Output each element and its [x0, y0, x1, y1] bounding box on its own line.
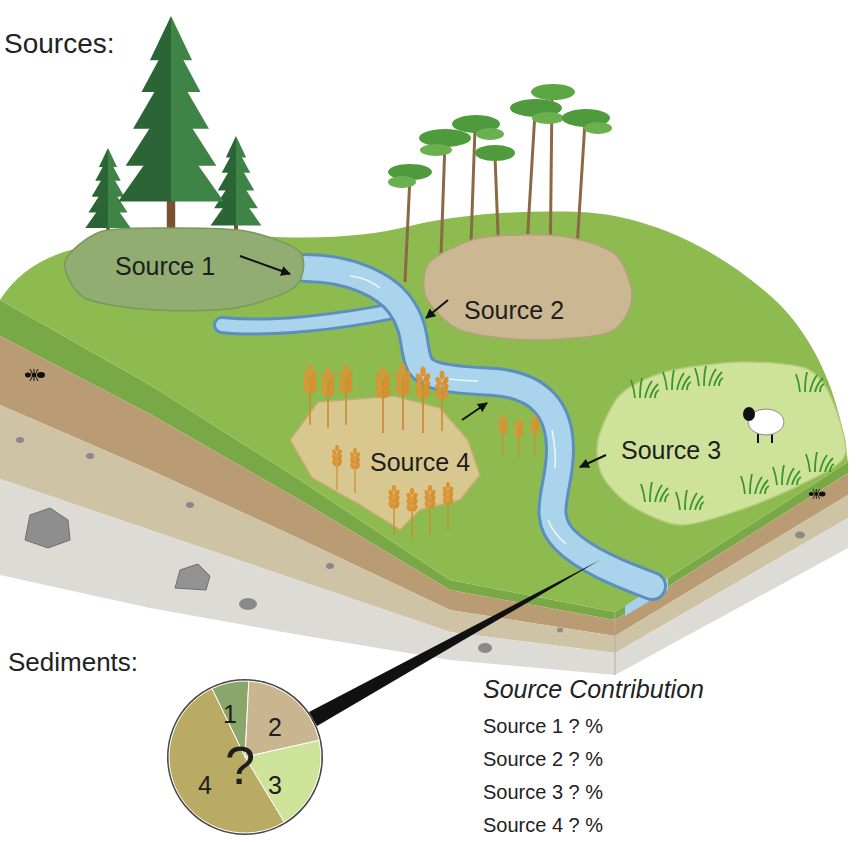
pie-outline	[168, 680, 322, 834]
flow-arrow	[580, 455, 606, 467]
section-heading: Sediments:	[8, 648, 138, 678]
tree-crown	[584, 122, 612, 134]
tree-crown	[388, 176, 416, 188]
tree-crown	[476, 128, 504, 140]
pebble	[86, 453, 94, 459]
area-outline	[424, 235, 632, 340]
area-outline	[65, 228, 304, 311]
wheat	[374, 366, 391, 433]
label-slot: Source 2 ? %	[483, 748, 603, 771]
block-edge	[615, 612, 616, 675]
label-slot: Source 4 ? %	[483, 814, 603, 837]
source-area: Source 2	[420, 232, 635, 342]
source-area: Source 3	[590, 358, 848, 528]
slice-number: 1	[223, 700, 237, 729]
rock	[239, 598, 257, 610]
flow-arrow	[240, 256, 290, 274]
area-label: Source 4	[370, 448, 470, 477]
area-label: Source 2	[464, 296, 564, 325]
sample-leader	[309, 560, 600, 726]
wheat	[424, 485, 437, 535]
area-label: Source 1	[115, 252, 215, 281]
wheat	[530, 415, 540, 455]
pie-wedge	[169, 689, 284, 833]
rock	[175, 564, 210, 590]
wheat	[388, 485, 401, 535]
flow-arrow	[462, 403, 487, 420]
source-area: Source 1	[45, 222, 310, 314]
contribution-row: Source 3 ? %	[483, 781, 603, 804]
source-area: Source 4	[285, 392, 485, 534]
wheat	[302, 365, 318, 426]
area-label: Source 3	[621, 436, 721, 465]
area-outline	[290, 396, 480, 530]
label-slot: Source 3 ? %	[483, 781, 603, 804]
pebble	[16, 437, 24, 443]
sheep-body	[748, 409, 784, 435]
river-branch	[222, 310, 398, 327]
grass-tuft	[773, 465, 801, 485]
wheat	[434, 371, 450, 432]
wheat	[338, 365, 354, 426]
rock	[478, 643, 492, 653]
label-slot: Sources:	[4, 28, 115, 60]
sheep-leg	[771, 432, 773, 443]
contribution-title: Source Contribution	[483, 675, 704, 704]
tree-crown	[532, 112, 564, 124]
sheep	[743, 407, 784, 443]
grass-tuft	[741, 474, 769, 494]
contribution-row: Source 2 ? %	[483, 748, 603, 771]
grass-tuft	[641, 482, 669, 502]
wheat	[349, 448, 361, 493]
wheat	[442, 482, 454, 530]
sheep-leg	[757, 432, 759, 443]
pebble	[326, 563, 334, 569]
rock	[25, 508, 70, 548]
grass-tuft	[806, 452, 834, 472]
ant	[25, 369, 45, 381]
pebble	[186, 502, 194, 508]
label-slot: Sediments:	[8, 648, 138, 678]
grass-tuft	[631, 378, 659, 398]
grass-tuft	[796, 372, 824, 392]
slice-number: 4	[198, 771, 212, 800]
flow-arrow	[426, 300, 448, 318]
pie-chart: 1 2 3 4?	[167, 679, 323, 835]
tree-crown	[420, 144, 452, 156]
tree-crown	[419, 129, 471, 147]
tree-crown	[531, 84, 575, 100]
slice-number: 2	[268, 713, 282, 742]
rock	[795, 532, 805, 539]
section-heading: Sources:	[4, 28, 115, 60]
pebble	[557, 628, 563, 633]
label-slot: Source 1 ? %	[483, 715, 603, 738]
grass-tuft	[695, 366, 723, 386]
grass-tuft	[676, 490, 704, 510]
sheep-head	[743, 407, 755, 421]
land-surface	[0, 212, 848, 612]
slice-number: 3	[268, 771, 282, 800]
river-branch	[222, 310, 398, 327]
wheat	[320, 368, 336, 429]
source-area-outline	[420, 232, 635, 342]
conifer-tree	[118, 16, 223, 248]
wheat	[514, 418, 524, 458]
ant	[809, 489, 826, 499]
question-mark: ?	[225, 734, 255, 796]
wheat	[406, 488, 419, 538]
tree-crown	[475, 145, 515, 161]
wheat	[414, 366, 431, 433]
contribution-row: Source 1 ? %	[483, 715, 603, 738]
contribution-row: Source 4 ? %	[483, 814, 603, 837]
wheat	[498, 415, 508, 455]
wheat	[394, 363, 411, 430]
label-slot: Source Contribution	[483, 675, 704, 704]
area-outline	[597, 362, 846, 525]
grass-tuft	[663, 370, 691, 390]
wheat	[331, 445, 343, 490]
